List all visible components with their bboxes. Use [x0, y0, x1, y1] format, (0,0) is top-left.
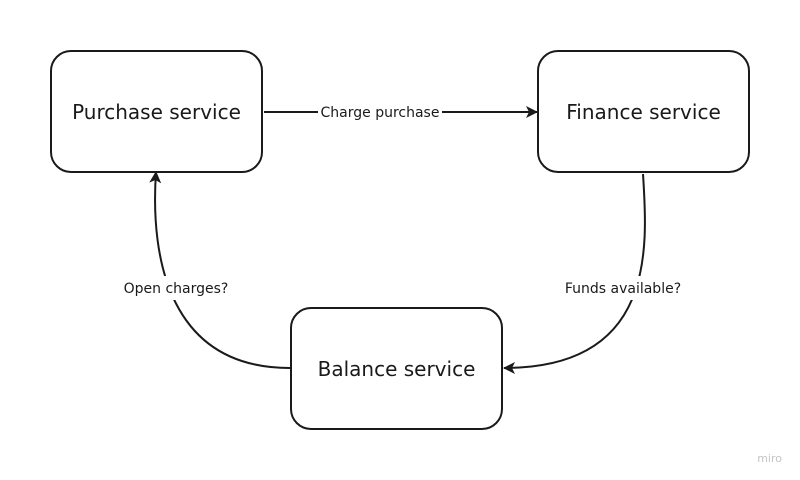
edge-funds-available: Funds available?	[503, 173, 683, 374]
node-finance-service-box	[537, 50, 750, 173]
edge-open-charges-label-bg	[122, 276, 230, 300]
node-finance-service-label: Finance service	[566, 100, 721, 124]
edge-funds-available-label-bg	[563, 276, 683, 300]
edge-funds-available-line	[503, 173, 646, 374]
node-balance-service: Balance service	[290, 307, 503, 430]
edge-open-charges-line	[149, 171, 291, 369]
node-balance-service-label: Balance service	[318, 357, 476, 381]
node-purchase-service-box	[50, 50, 263, 173]
node-purchase-service: Purchase service	[50, 50, 263, 173]
edge-charge-purchase: Charge purchase	[264, 100, 538, 124]
edge-funds-available-label: Funds available?	[565, 281, 681, 297]
node-purchase-service-label: Purchase service	[72, 100, 241, 124]
edge-open-charges-label: Open charges?	[124, 281, 229, 297]
node-finance-service: Finance service	[537, 50, 750, 173]
edge-open-charges: Open charges?	[122, 171, 291, 369]
miro-watermark: miro	[757, 452, 782, 465]
node-balance-service-box	[290, 307, 503, 430]
edge-charge-purchase-label-bg	[318, 100, 442, 124]
edge-charge-purchase-label: Charge purchase	[321, 105, 440, 121]
